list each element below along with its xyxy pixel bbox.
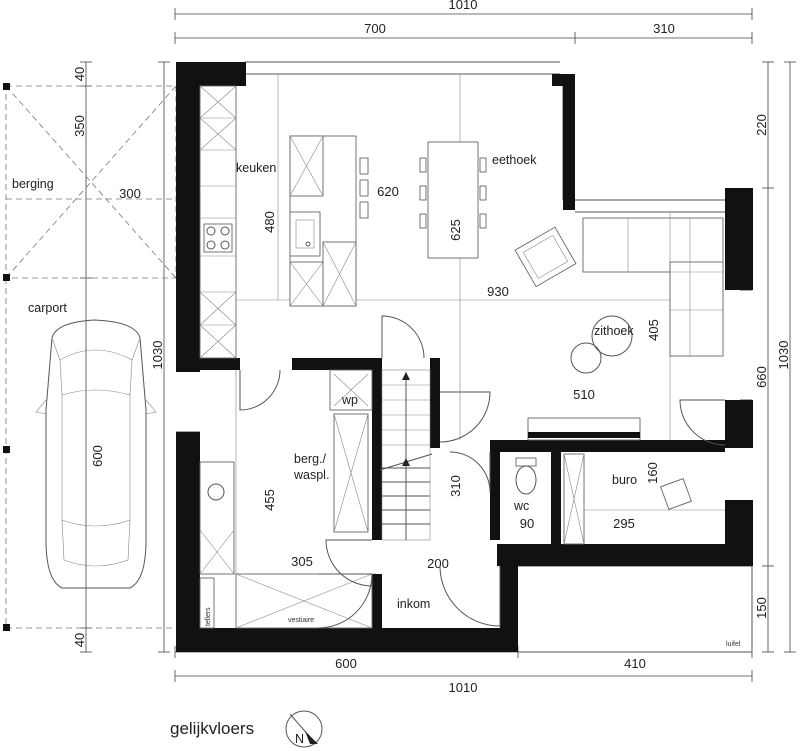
dimension-lines xyxy=(80,8,796,682)
dim-295: 295 xyxy=(613,516,635,531)
dim-left-1030: 1030 xyxy=(150,341,165,370)
car-icon xyxy=(35,319,157,589)
dim-bottom-total: 1010 xyxy=(449,680,478,695)
post xyxy=(3,83,10,90)
dim-625: 625 xyxy=(448,219,463,241)
coffee-tables xyxy=(570,315,633,374)
dim-160: 160 xyxy=(645,462,660,484)
post xyxy=(3,274,10,281)
kitchen-island xyxy=(289,135,369,307)
sofa-icon xyxy=(582,217,724,357)
dim-right-660: 660 xyxy=(754,366,769,388)
dining-table xyxy=(419,141,487,259)
label-berging: berging xyxy=(12,177,54,191)
label-inkom: inkom xyxy=(397,597,430,611)
dim-405: 405 xyxy=(646,319,661,341)
north-arrow-icon xyxy=(285,710,323,748)
label-vestiaire: vestiaire xyxy=(288,617,314,624)
dim-bottom-right: 410 xyxy=(624,656,646,671)
vestiaire-cabinet xyxy=(199,573,373,629)
dim-top-total: 1010 xyxy=(449,0,478,12)
label-keuken: keuken xyxy=(236,161,276,175)
label-carport: carport xyxy=(28,301,67,315)
dim-left-40-top: 40 xyxy=(72,67,87,81)
utility-fixtures xyxy=(199,369,373,575)
dim-car-600: 600 xyxy=(90,445,105,467)
doors xyxy=(239,315,726,629)
toilet-icon xyxy=(515,457,537,495)
label-wp: wp xyxy=(341,393,358,407)
tv-cabinet xyxy=(527,417,641,441)
post xyxy=(3,446,10,453)
dim-510: 510 xyxy=(573,387,595,402)
dim-top-left: 700 xyxy=(364,21,386,36)
post xyxy=(3,624,10,631)
label-luifel: luifel xyxy=(726,641,741,648)
dim-bottom-left: 600 xyxy=(335,656,357,671)
dim-620: 620 xyxy=(377,184,399,199)
armchair-icon xyxy=(514,226,577,288)
label-tellers: tellers xyxy=(205,607,212,626)
dim-90: 90 xyxy=(520,516,534,531)
plan-title: gelijkvloers xyxy=(170,719,254,738)
dim-right-220: 220 xyxy=(754,114,769,136)
staircase xyxy=(379,369,433,541)
dim-left-350: 350 xyxy=(72,115,87,137)
label-eethoek: eethoek xyxy=(492,153,537,167)
label-berg-waspl-2: waspl. xyxy=(293,468,329,482)
dim-310: 310 xyxy=(448,475,463,497)
north-label: N xyxy=(295,732,304,746)
kitchen-counter xyxy=(199,85,237,359)
dim-200: 200 xyxy=(427,556,449,571)
dim-right-150: 150 xyxy=(754,597,769,619)
label-berg-waspl-1: berg./ xyxy=(294,452,326,466)
dim-930: 930 xyxy=(487,284,509,299)
label-buro: buro xyxy=(612,473,637,487)
dim-305: 305 xyxy=(291,554,313,569)
desk xyxy=(563,453,725,545)
dim-455: 455 xyxy=(262,489,277,511)
label-zithoek: zithoek xyxy=(594,324,634,338)
dim-keuken-480: 480 xyxy=(262,211,277,233)
dim-top-right: 310 xyxy=(653,21,675,36)
dim-berging-300: 300 xyxy=(119,186,141,201)
label-wc: wc xyxy=(513,499,529,513)
dim-left-40-bottom: 40 xyxy=(72,633,87,647)
dim-right-1030: 1030 xyxy=(776,341,791,370)
walls xyxy=(176,62,753,652)
